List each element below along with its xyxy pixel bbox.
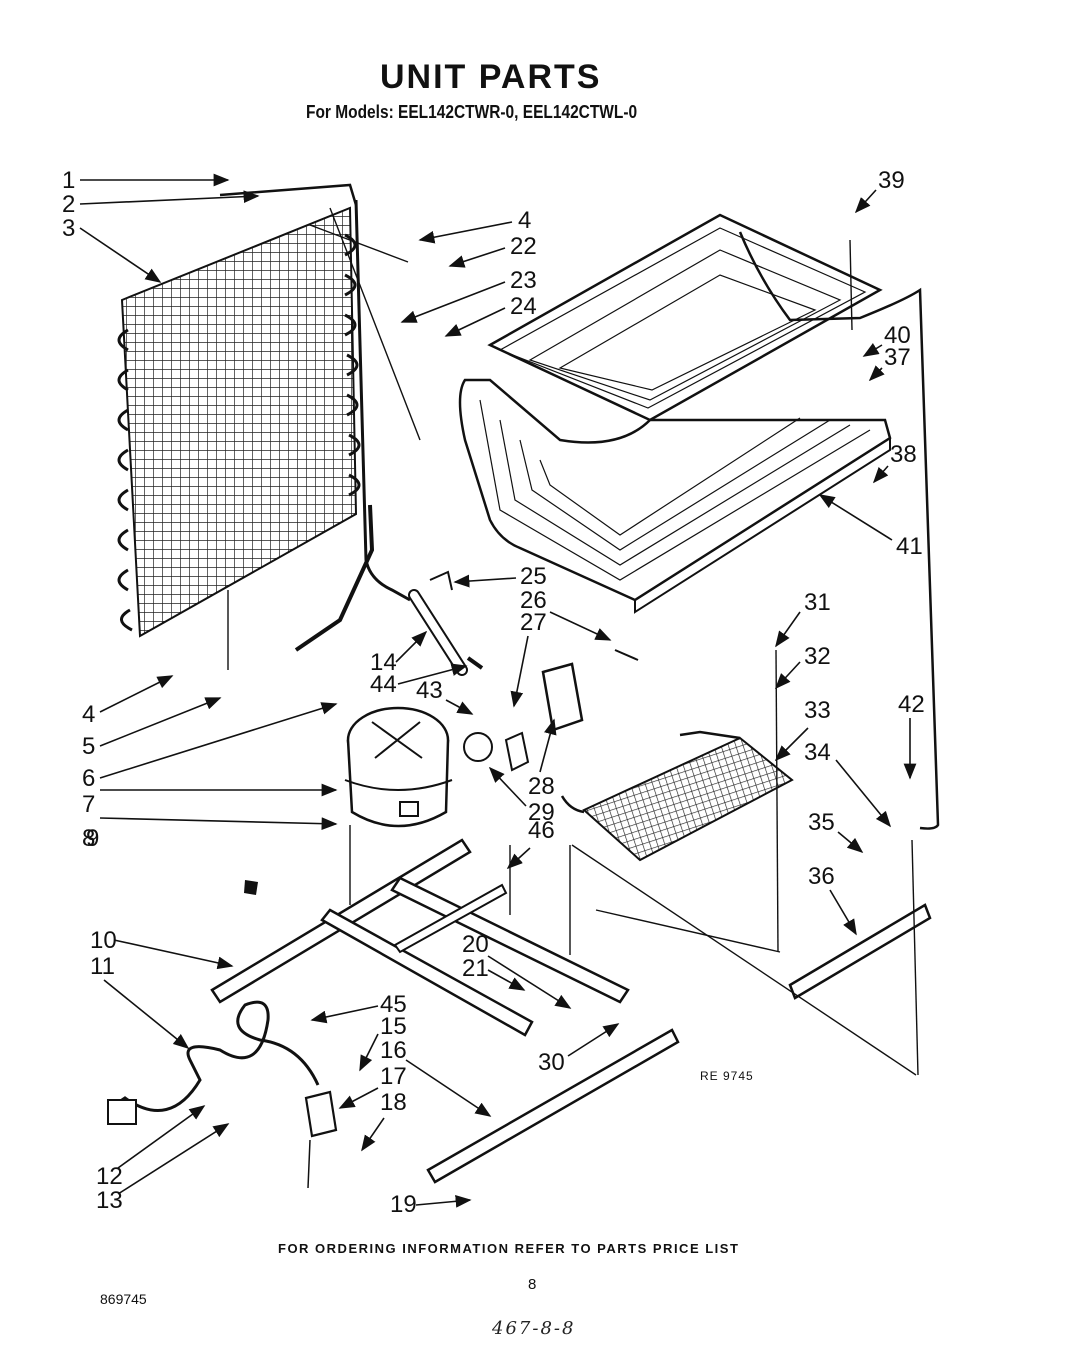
callout-7: 7 (82, 791, 95, 818)
callout-10: 10 (90, 927, 117, 954)
callout-33: 33 (804, 697, 831, 724)
base-frame (210, 838, 932, 1184)
callout-31: 31 (804, 589, 831, 616)
leader-lines (227, 207, 919, 1076)
page-number: 8 (528, 1276, 537, 1293)
callout-8: 8 (82, 825, 95, 852)
callout-35: 35 (808, 809, 835, 836)
callout-43: 43 (416, 677, 443, 704)
callout-16: 16 (380, 1037, 407, 1064)
evaporator (458, 213, 940, 830)
document-number: 869745 (100, 1291, 147, 1307)
callout-6: 6 (82, 765, 95, 792)
callout-1: 1 (62, 167, 75, 194)
callout-27: 27 (520, 609, 547, 636)
callout-22: 22 (510, 233, 537, 260)
lower-condenser (560, 730, 794, 862)
callout-29: 29 (528, 799, 555, 826)
callout-32: 32 (804, 643, 831, 670)
ordering-note: FOR ORDERING INFORMATION REFER TO PARTS … (278, 1241, 740, 1256)
callout-42: 42 (898, 691, 925, 718)
compressor (344, 706, 493, 828)
callout-38: 38 (890, 441, 917, 468)
callout-19: 19 (390, 1191, 417, 1218)
page-title: UNIT PARTS (380, 58, 602, 96)
callout-46: 46 (528, 817, 555, 844)
callout-2: 2 (62, 191, 75, 218)
callout-37: 37 (884, 344, 911, 371)
callout-4: 4 (518, 207, 531, 234)
callout-41: 41 (896, 533, 923, 560)
callout-36: 36 (808, 863, 835, 890)
callout-34: 34 (804, 739, 831, 766)
callout-11: 11 (90, 953, 115, 980)
models-subtitle: For Models: EEL142CTWR-0, EEL142CTWL-0 (306, 102, 638, 122)
callout-17: 17 (380, 1063, 407, 1090)
callout-15: 15 (380, 1013, 407, 1040)
callout-39: 39 (878, 167, 905, 194)
callout-18: 18 (380, 1089, 407, 1116)
relay-and-cover (504, 649, 639, 772)
callout-14: 14 (370, 649, 397, 676)
callout-44: 44 (370, 671, 397, 698)
callout-30: 30 (538, 1049, 565, 1076)
callout-5: 5 (82, 733, 95, 760)
callout-40: 40 (884, 322, 911, 349)
callout-labels: 1 2 3 4 22 23 24 39 40 37 38 41 25 (62, 167, 925, 1218)
callout-3: 3 (62, 215, 75, 242)
callout-13: 13 (96, 1187, 123, 1214)
callout-45: 45 (380, 991, 407, 1018)
condenser-coil (117, 183, 411, 652)
callout-25: 25 (520, 563, 547, 590)
callout-9: 9 (86, 825, 99, 852)
callout-26: 26 (520, 587, 547, 614)
callout-28: 28 (528, 773, 555, 800)
power-cord (107, 1000, 338, 1189)
callout-20: 20 (462, 931, 489, 958)
callout-23: 23 (510, 267, 537, 294)
drawing-reference: RE 9745 (700, 1069, 754, 1083)
handwritten-note: 467-8-8 (492, 1318, 576, 1339)
callout-4-lower: 4 (82, 701, 95, 728)
drier (408, 570, 484, 676)
callout-24: 24 (510, 293, 537, 320)
callout-21: 21 (462, 955, 489, 982)
